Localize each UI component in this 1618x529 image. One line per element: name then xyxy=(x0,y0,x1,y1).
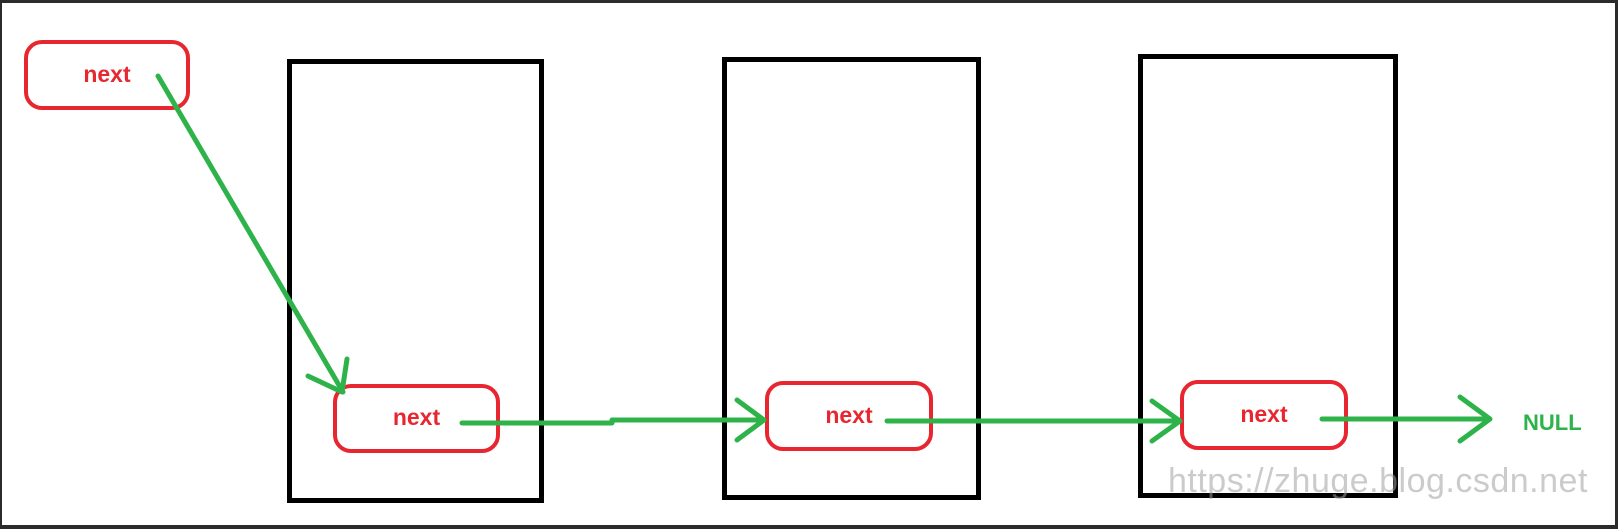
node-3-next-label: next xyxy=(1240,400,1288,427)
list-node-2 xyxy=(722,57,981,500)
node-1-next-box: next xyxy=(333,384,500,453)
head-pointer-box: next xyxy=(24,40,190,110)
list-node-3 xyxy=(1138,54,1398,498)
node-3-next-box: next xyxy=(1180,380,1348,450)
head-pointer-label: next xyxy=(83,60,131,87)
frame-border-right xyxy=(1615,0,1618,529)
arrow-node-1-to-node-2 xyxy=(459,397,767,443)
arrow-node-2-to-node-3 xyxy=(884,398,1183,444)
node-2-next-label: next xyxy=(825,401,873,428)
node-1-next-label: next xyxy=(392,404,441,430)
watermark-text: https://zhuge.blog.csdn.net xyxy=(1168,462,1588,500)
list-node-1 xyxy=(287,59,544,503)
frame-border-top xyxy=(0,0,1618,3)
arrow-node-3-to-null xyxy=(1319,394,1493,444)
frame-border-left xyxy=(0,0,2,529)
arrow-head-to-node-1 xyxy=(155,73,350,395)
null-label: NULL xyxy=(1523,410,1582,435)
frame-border-bottom xyxy=(0,525,1618,529)
node-2-next-box: next xyxy=(765,381,933,451)
